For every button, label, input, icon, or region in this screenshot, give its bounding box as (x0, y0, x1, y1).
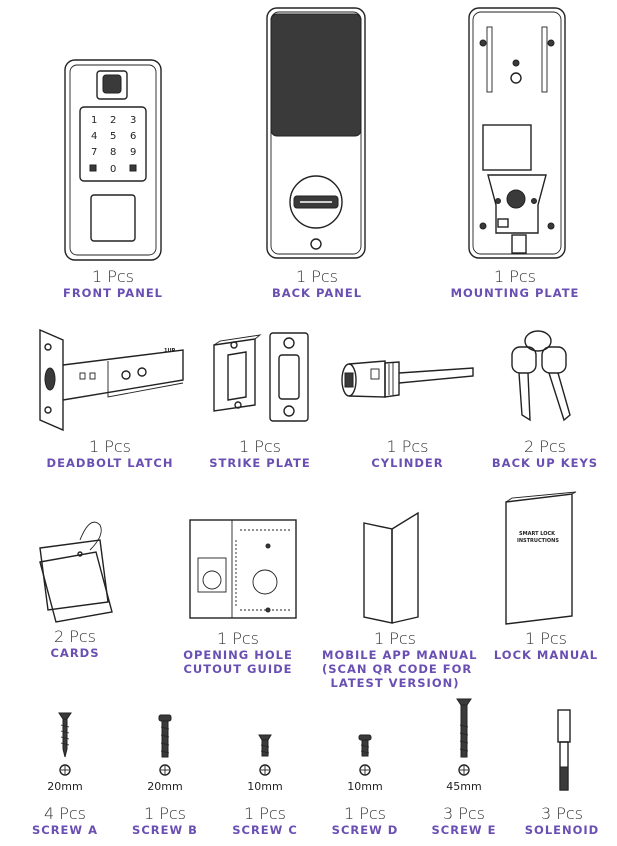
qty-screw-a: 4 Pcs (43, 804, 87, 823)
qty-screw-b: 1 Pcs (143, 804, 187, 823)
item-back-panel: 1 Pcs BACK PANEL (242, 5, 392, 305)
item-backup-keys: 2 Pcs BACK UP KEYS (490, 325, 617, 475)
size-screw-e: 45mm (446, 780, 482, 793)
item-app-manual: 1 Pcs MOBILE APP MANUAL (SCAN QR CODE FO… (322, 505, 478, 695)
qty-back-panel: 1 Pcs (295, 267, 339, 286)
label-screw-d: SCREW D (331, 823, 399, 837)
size-screw-b: 20mm (147, 780, 183, 793)
key-0: 0 (110, 164, 116, 175)
label-screw-b: SCREW B (132, 823, 198, 837)
item-cards: 2 Pcs CARDS (20, 510, 135, 665)
label-screw-c: SCREW C (232, 823, 298, 837)
lock-manual-cover-line-2: INSTRUCTIONS (517, 538, 559, 544)
cards-icon (39, 521, 113, 623)
qty-cards: 2 Pcs (53, 627, 97, 646)
strike-plate-icon (213, 332, 309, 422)
lock-manual-icon: SMART LOCK INSTRUCTIONS (505, 491, 577, 625)
item-solenoid: 3 Pcs SOLENOID (512, 705, 612, 846)
keys-icon (511, 330, 571, 422)
back-panel-icon (266, 7, 366, 259)
qty-front-panel: 1 Pcs (91, 267, 135, 286)
key-7: 7 (91, 147, 97, 158)
label-deadbolt-latch: DEADBOLT LATCH (46, 456, 174, 470)
lock-icon (89, 164, 97, 172)
key-1: 1 (91, 115, 97, 126)
size-screw-a: 20mm (47, 780, 83, 793)
item-screw-d: 10mm 1 Pcs SCREW D (315, 705, 415, 846)
qty-solenoid: 3 Pcs (540, 804, 584, 823)
label-app-manual-line-1: MOBILE APP MANUAL (322, 648, 478, 662)
qty-app-manual: 1 Pcs (373, 629, 417, 648)
label-mounting-plate: MOUNTING PLATE (450, 286, 580, 300)
item-strike-plate: 1 Pcs STRIKE PLATE (200, 325, 320, 475)
qty-deadbolt-latch: 1 Pcs (88, 437, 132, 456)
size-screw-d: 10mm (347, 780, 383, 793)
size-screw-c: 10mm (247, 780, 283, 793)
key-5: 5 (110, 131, 116, 142)
label-cutout-guide-line-1: OPENING HOLE (183, 648, 293, 662)
item-deadbolt-latch: 1UP 1 Pcs DEADBOLT LATCH (28, 325, 188, 475)
keypad: 1 2 3 4 5 6 7 8 9 0 (89, 115, 137, 175)
label-cylinder: CYLINDER (371, 456, 444, 470)
deadbolt-latch-icon: 1UP (39, 328, 184, 432)
item-screw-c: 10mm 1 Pcs SCREW C (215, 705, 315, 846)
label-screw-a: SCREW A (31, 823, 99, 837)
key-6: 6 (130, 131, 136, 142)
screw-b-icon (158, 714, 172, 776)
qty-cutout-guide: 1 Pcs (216, 629, 260, 648)
mounting-plate-icon (468, 7, 566, 259)
qty-strike-plate: 1 Pcs (238, 437, 282, 456)
item-screw-e: 45mm 3 Pcs SCREW E (414, 698, 514, 846)
label-screw-e: SCREW E (431, 823, 497, 837)
item-screw-b: 20mm 1 Pcs SCREW B (115, 705, 215, 846)
solenoid-icon (557, 709, 571, 791)
qty-screw-c: 1 Pcs (243, 804, 287, 823)
item-front-panel: 1 2 3 4 5 6 7 8 9 0 1 Pcs FRONT PANEL (40, 55, 190, 305)
label-backup-keys: BACK UP KEYS (491, 456, 599, 470)
label-app-manual-line-3: LATEST VERSION) (330, 676, 460, 690)
screw-d-icon (358, 734, 372, 776)
label-back-panel: BACK PANEL (271, 286, 363, 300)
key-9: 9 (130, 147, 136, 158)
item-mounting-plate: 1 Pcs MOUNTING PLATE (440, 5, 590, 305)
front-panel-icon: 1 2 3 4 5 6 7 8 9 0 (64, 59, 162, 261)
screw-a-icon (58, 712, 72, 776)
qty-backup-keys: 2 Pcs (523, 437, 567, 456)
key-3: 3 (130, 115, 136, 126)
screw-e-icon (456, 698, 472, 776)
item-screw-a: 20mm 4 Pcs SCREW A (15, 705, 115, 846)
key-4: 4 (91, 131, 97, 142)
label-app-manual-line-2: (SCAN QR CODE FOR (322, 662, 473, 676)
cylinder-icon (341, 360, 474, 398)
label-cards: CARDS (50, 646, 100, 660)
unlock-icon (129, 164, 137, 172)
label-solenoid: SOLENOID (524, 823, 600, 837)
item-cutout-guide: 1 Pcs OPENING HOLE CUTOUT GUIDE (170, 510, 310, 690)
app-manual-icon (363, 511, 419, 624)
screw-c-icon (258, 734, 272, 776)
item-cylinder: 1 Pcs CYLINDER (335, 325, 480, 475)
key-2: 2 (110, 115, 116, 126)
cutout-guide-icon (189, 519, 297, 619)
label-cutout-guide-line-2: CUTOUT GUIDE (183, 662, 293, 676)
qty-lock-manual: 1 Pcs (524, 629, 568, 648)
qty-screw-e: 3 Pcs (442, 804, 486, 823)
latch-orientation-tag: 1UP (164, 348, 176, 354)
qty-mounting-plate: 1 Pcs (493, 267, 537, 286)
qty-screw-d: 1 Pcs (343, 804, 387, 823)
label-strike-plate: STRIKE PLATE (209, 456, 311, 470)
label-lock-manual: LOCK MANUAL (493, 648, 599, 662)
key-8: 8 (110, 147, 116, 158)
qty-cylinder: 1 Pcs (386, 437, 429, 456)
item-lock-manual: SMART LOCK INSTRUCTIONS 1 Pcs LOCK MANUA… (490, 488, 617, 668)
lock-manual-cover-line-1: SMART LOCK (519, 531, 556, 537)
label-front-panel: FRONT PANEL (62, 286, 164, 300)
